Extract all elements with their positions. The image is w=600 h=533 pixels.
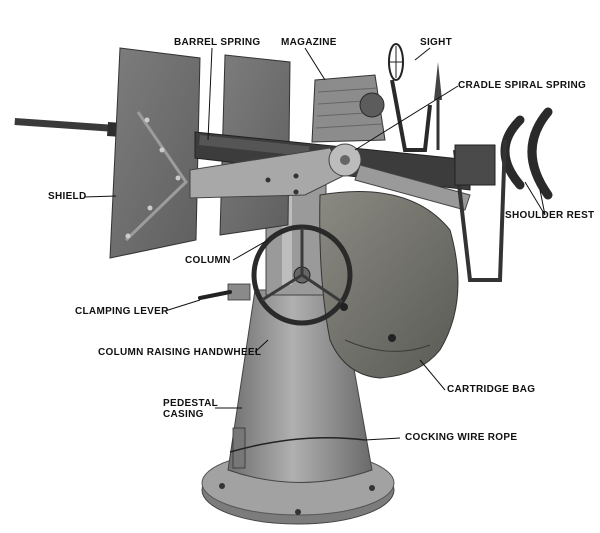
- label-clamping-lever: CLAMPING LEVER: [75, 306, 169, 317]
- label-shield: SHIELD: [48, 191, 87, 202]
- column-raising-handwheel: [251, 224, 353, 326]
- clamping-lever: [198, 283, 251, 301]
- label-column: COLUMN: [185, 255, 231, 266]
- sight: [388, 43, 442, 152]
- cocking-wire-rope: [229, 437, 366, 453]
- cradle: [189, 143, 471, 211]
- label-cartridge-bag: CARTRIDGE BAG: [447, 384, 536, 395]
- leader-lines: [83, 47, 546, 441]
- label-sight: SIGHT: [420, 37, 453, 48]
- label-barrel-spring: BARREL SPRING: [174, 37, 261, 48]
- barrel: [14, 118, 128, 138]
- cartridge-bag: [319, 191, 459, 379]
- magazine: [311, 74, 386, 143]
- shoulder-rest: [453, 107, 553, 282]
- label-magazine: MAGAZINE: [281, 37, 337, 48]
- label-cradle-spiral-spring: CRADLE SPIRAL SPRING: [458, 80, 587, 91]
- label-cocking-wire-rope: COCKING WIRE ROPE: [405, 432, 518, 443]
- label-pedestal-casing-line2: CASING: [163, 409, 204, 420]
- label-pedestal-casing-line1: PEDESTAL: [163, 398, 218, 409]
- barrel-spring: [198, 135, 310, 157]
- label-shoulder-rest: SHOULDER REST: [505, 210, 595, 221]
- label-column-raising-handwheel: COLUMN RAISING HANDWHEEL: [98, 347, 262, 358]
